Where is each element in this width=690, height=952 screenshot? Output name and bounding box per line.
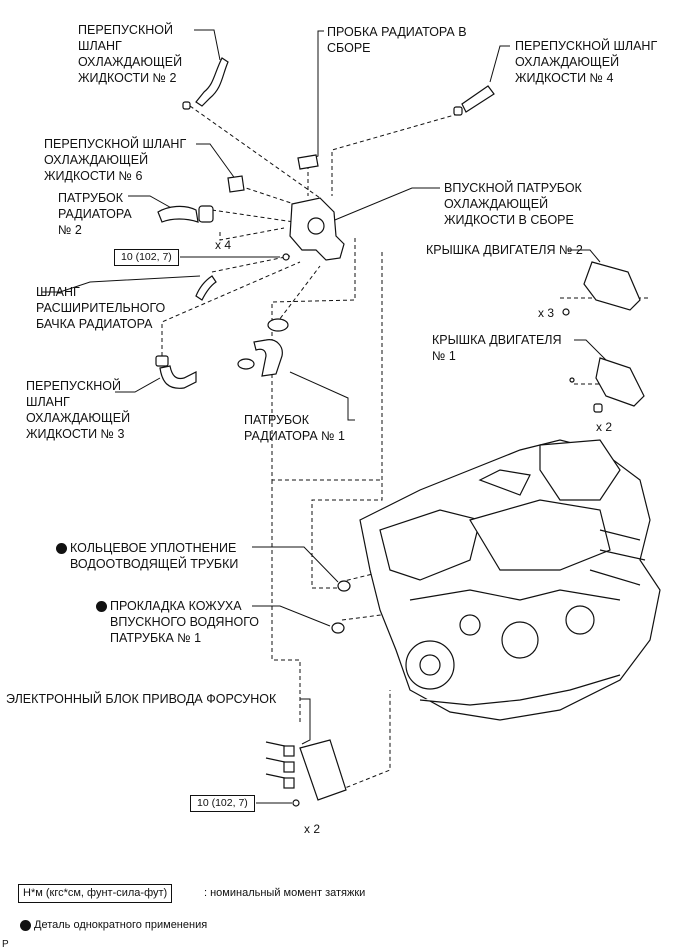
torque-box-inlet: 10 (102, 7) [114, 249, 179, 266]
label-bypass-hose-2: ПЕРЕПУСКНОЙ ШЛАНГ ОХЛАЖДАЮЩЕЙ ЖИДКОСТИ №… [78, 23, 183, 85]
guide-lower-2 [311, 252, 383, 589]
edu-connector-2 [283, 761, 295, 773]
edu-connector-3 [283, 777, 295, 789]
guide-hose-4 [331, 113, 459, 196]
guide-edu [271, 480, 301, 725]
label-gasket: ПРОКЛАДКА КОЖУХА ВПУСКНОГО ВОДЯНОГО ПАТР… [110, 599, 259, 645]
leader-radiator-cap [307, 30, 324, 161]
label-radiator-cap: ПРОБКА РАДИАТОРА В СБОРЕ [327, 25, 467, 55]
guide-pipe-1 [275, 265, 321, 325]
count-x2-cover: x 2 [596, 420, 613, 434]
engine-assembly [359, 439, 661, 721]
bypass-hose-2-part [195, 57, 229, 107]
inlet-housing-port [307, 217, 325, 235]
count-x2-edu: x 2 [304, 822, 321, 836]
label-engine-cover-1: КРЫШКА ДВИГАТЕЛЯ № 1 [432, 333, 562, 363]
label-inlet-housing: ВПУСКНОЙ ПАТРУБОК ОХЛАЖДАЮЩЕЙ ЖИДКОСТИ В… [444, 181, 582, 227]
pipe-2-clamp [198, 205, 214, 223]
leader-engine-cover-1 [574, 339, 607, 361]
leader-gasket [252, 605, 331, 627]
cover-1-nut [593, 403, 603, 413]
leader-oring [252, 546, 339, 583]
label-edu: ЭЛЕКТРОННЫЙ БЛОК ПРИВОДА ФОРСУНОК [6, 692, 277, 706]
corner-mark: P [2, 939, 9, 950]
label-bypass-hose-4: ПЕРЕПУСКНОЙ ШЛАНГ ОХЛАЖДАЮЩЕЙ ЖИДКОСТИ №… [515, 39, 658, 85]
guide-hose-2 [189, 105, 321, 199]
engine-cover-1-part [595, 357, 645, 407]
label-radiator-pipe-1: ПАТРУБОК РАДИАТОРА № 1 [244, 413, 346, 443]
pipe-1-lower-clamp [237, 358, 255, 370]
guide-pipe-2 [211, 209, 295, 223]
leader-reservoir-hose [42, 275, 201, 293]
legend-non-reusable-text: Деталь однократного применения [34, 919, 208, 931]
guide-reservoir [211, 255, 291, 273]
leader-inlet-housing [329, 187, 440, 223]
label-engine-cover-2: КРЫШКА ДВИГАТЕЛЯ № 2 [426, 243, 583, 257]
non-reusable-dot-oring [56, 543, 67, 554]
legend-unit-text: : номинальный момент затяжки [204, 887, 366, 899]
guide-lower-1 [271, 238, 380, 481]
legend-non-reusable-dot [20, 920, 31, 931]
inlet-bolt [282, 253, 290, 261]
cover-2-bolt [562, 308, 570, 316]
pipe-1-clamp [267, 318, 289, 332]
label-oring: КОЛЬЦЕВОЕ УПЛОТНЕНИЕ ВОДООТВОДЯЩЕЙ ТРУБК… [70, 541, 239, 571]
hose-4-clamp [453, 106, 463, 116]
torque-box-edu: 10 (102, 7) [190, 795, 255, 812]
hose-3-clamp [155, 355, 169, 367]
count-x4: x 4 [215, 238, 232, 252]
edu-part [299, 739, 347, 801]
label-bypass-hose-3: ПЕРЕПУСКНОЙ ШЛАНГ ОХЛАЖДАЮЩЕЙ ЖИДКОСТИ №… [26, 379, 131, 441]
gasket-part [331, 622, 345, 634]
leader-engine-cover-2 [568, 249, 601, 263]
bypass-hose-3-part [159, 365, 197, 389]
cover-1-bolt [569, 377, 575, 383]
guide-hose-3 [161, 261, 301, 356]
label-bypass-hose-6: ПЕРЕПУСКНОЙ ШЛАНГ ОХЛАЖДАЮЩЕЙ ЖИДКОСТИ №… [44, 137, 187, 183]
bypass-hose-6-part [227, 175, 245, 193]
label-radiator-pipe-2: ПАТРУБОК РАДИАТОРА № 2 [58, 191, 132, 237]
leader-bypass-hose-4 [489, 45, 510, 83]
bypass-hose-4-part [461, 85, 495, 113]
leader-radiator-pipe-1 [289, 371, 355, 421]
non-reusable-dot-gasket [96, 601, 107, 612]
guide-edu-engine [339, 690, 391, 791]
leader-bypass-hose-6 [196, 143, 237, 181]
guide-x4 [219, 227, 285, 241]
edu-bolt [292, 799, 300, 807]
engine-cover-2-part [583, 261, 641, 311]
hose-2-clamp [182, 101, 191, 110]
guide-hose-6 [239, 185, 301, 207]
legend-unit-box: Н*м (кгс*см, фунт-сила-фут) [18, 884, 173, 903]
radiator-pipe-2-part [157, 205, 199, 223]
leader-bypass-hose-3 [115, 377, 161, 393]
oring-part [337, 580, 351, 592]
leader-bypass-hose-2 [194, 29, 221, 61]
reservoir-hose-part [195, 275, 217, 301]
label-reservoir-hose: ШЛАНГ РАСШИРИТЕЛЬНОГО БАЧКА РАДИАТОРА [36, 285, 166, 331]
edu-connector-1 [283, 745, 295, 757]
leader-radiator-pipe-2 [128, 195, 176, 211]
leader-edu [300, 698, 311, 745]
radiator-pipe-1-part [253, 339, 283, 377]
count-x3: x 3 [538, 306, 555, 320]
radiator-cap-part [297, 154, 319, 170]
